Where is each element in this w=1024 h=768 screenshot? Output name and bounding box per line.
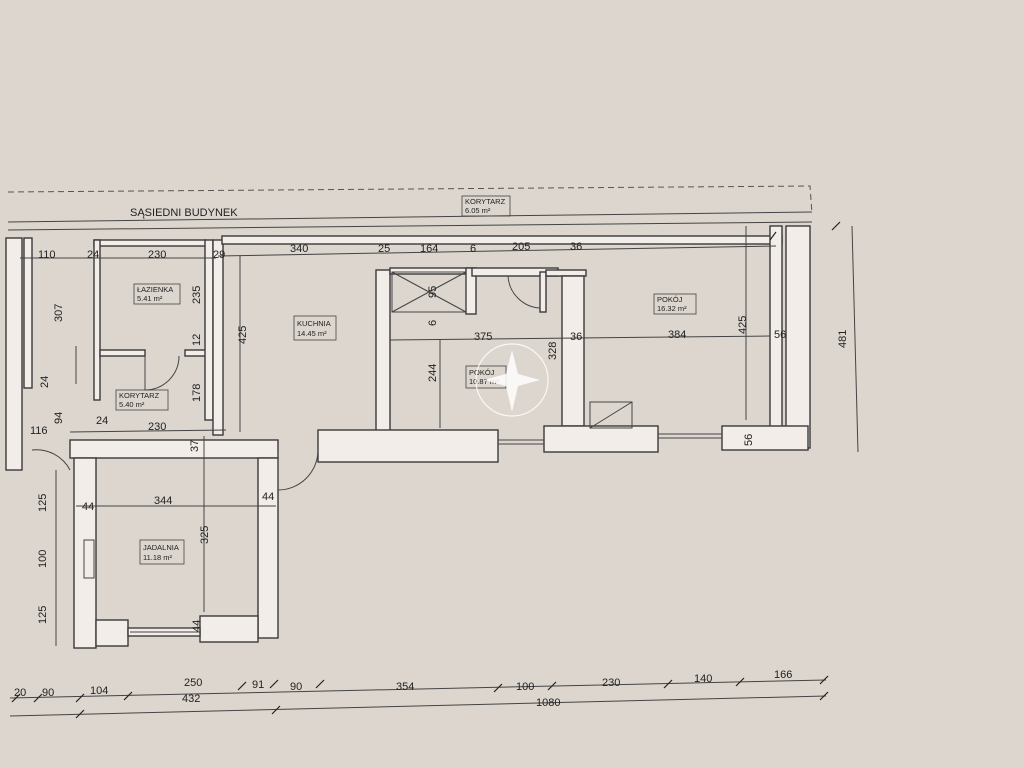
svg-text:29: 29	[213, 249, 225, 261]
svg-text:16.32 m²: 16.32 m²	[657, 304, 687, 313]
room-label-pokoj-large: POKÓJ 16.32 m²	[653, 293, 697, 315]
svg-text:56: 56	[774, 329, 786, 341]
svg-text:340: 340	[290, 243, 308, 255]
svg-text:JADALNIA: JADALNIA	[143, 543, 179, 552]
svg-text:1080: 1080	[536, 697, 560, 709]
svg-text:110: 110	[38, 249, 56, 261]
svg-text:125: 125	[37, 606, 49, 624]
dimension-lines	[20, 221, 859, 646]
svg-text:325: 325	[199, 526, 211, 544]
neighbor-building-outline	[7, 185, 813, 215]
svg-text:178: 178	[191, 384, 203, 402]
svg-text:11.18 m²: 11.18 m²	[143, 553, 173, 562]
svg-text:244: 244	[427, 364, 439, 382]
svg-text:166: 166	[774, 669, 792, 681]
svg-text:24: 24	[87, 249, 99, 261]
svg-text:90: 90	[42, 687, 54, 699]
svg-text:44: 44	[82, 501, 94, 513]
bottom-row1-dimensions: 20 90 104 250 91 90 354 100 230 140 166	[14, 669, 792, 699]
svg-text:KORYTARZ: KORYTARZ	[119, 391, 160, 400]
doors	[31, 275, 541, 491]
svg-text:432: 432	[182, 693, 200, 705]
room-label-kuchnia: KUCHNIA 14.45 m²	[293, 315, 337, 341]
svg-text:205: 205	[512, 241, 530, 253]
svg-text:25: 25	[378, 243, 390, 255]
svg-text:12: 12	[191, 334, 203, 346]
svg-text:307: 307	[53, 304, 65, 322]
walls	[5, 225, 811, 649]
svg-text:5.41 m²: 5.41 m²	[137, 294, 163, 303]
svg-text:344: 344	[154, 495, 172, 507]
svg-text:250: 250	[184, 677, 202, 689]
svg-text:KORYTARZ: KORYTARZ	[465, 197, 506, 206]
svg-text:6: 6	[427, 320, 439, 326]
svg-text:6: 6	[470, 243, 476, 255]
svg-text:5.40 m²: 5.40 m²	[119, 400, 145, 409]
interior-dimensions: 24 94 24 116 230 37 44 344 44 375 36 384…	[30, 329, 786, 513]
fixtures	[83, 271, 633, 579]
svg-text:95: 95	[427, 286, 439, 298]
svg-text:384: 384	[668, 329, 686, 341]
svg-text:164: 164	[420, 243, 438, 255]
bottom-row2-dimensions: 432 1080	[182, 693, 560, 709]
svg-text:425: 425	[737, 316, 749, 334]
svg-text:POKÓJ: POKÓJ	[657, 295, 683, 304]
svg-text:36: 36	[570, 331, 582, 343]
svg-text:100: 100	[516, 681, 534, 693]
svg-text:24: 24	[39, 376, 51, 388]
svg-text:125: 125	[37, 494, 49, 512]
svg-text:56: 56	[743, 434, 755, 446]
room-label-lazienka: ŁAZIENKA 5.41 m²	[133, 283, 181, 305]
svg-text:44: 44	[262, 491, 274, 503]
svg-text:90: 90	[290, 681, 302, 693]
svg-text:6.05 m²: 6.05 m²	[465, 206, 491, 215]
room-label-korytarz-top: KORYTARZ 6.05 m²	[461, 195, 511, 217]
svg-text:POKÓJ: POKÓJ	[469, 368, 495, 377]
svg-text:104: 104	[90, 685, 108, 697]
svg-text:20: 20	[14, 687, 26, 699]
neighbor-building-line-2	[7, 221, 813, 231]
svg-text:235: 235	[191, 286, 203, 304]
svg-text:37: 37	[189, 440, 201, 452]
svg-text:481: 481	[837, 330, 849, 348]
svg-text:100: 100	[37, 550, 49, 568]
neighbor-building-label: SĄSIEDNI BUDYNEK	[130, 207, 238, 219]
svg-text:44: 44	[191, 620, 203, 632]
vertical-dimensions: 307 235 12 178 425 95 6 244 328 425 481 …	[37, 286, 849, 632]
svg-text:KUCHNIA: KUCHNIA	[297, 319, 331, 328]
neighbor-building-line	[7, 211, 813, 223]
svg-text:ŁAZIENKA: ŁAZIENKA	[137, 285, 173, 294]
bottom-dimension-chains	[9, 675, 829, 719]
svg-text:425: 425	[237, 326, 249, 344]
svg-text:354: 354	[396, 681, 414, 693]
svg-text:328: 328	[547, 342, 559, 360]
svg-text:94: 94	[53, 412, 65, 424]
watermark-logo	[475, 343, 549, 417]
svg-text:230: 230	[602, 677, 620, 689]
svg-text:10.87 m²: 10.87 m²	[469, 377, 499, 386]
svg-text:14.45 m²: 14.45 m²	[297, 329, 327, 338]
room-label-jadalnia: JADALNIA 11.18 m²	[139, 539, 185, 565]
svg-text:91: 91	[252, 679, 264, 691]
svg-text:24: 24	[96, 415, 108, 427]
top-dimensions: 110 24 230 29 340 25 164 6 205 36	[38, 241, 582, 261]
svg-text:36: 36	[570, 241, 582, 253]
svg-text:375: 375	[474, 331, 492, 343]
svg-text:116: 116	[30, 425, 48, 437]
svg-text:140: 140	[694, 673, 712, 685]
svg-text:230: 230	[148, 421, 166, 433]
svg-text:230: 230	[148, 249, 166, 261]
room-label-korytarz: KORYTARZ 5.40 m²	[115, 389, 169, 411]
windows	[130, 433, 722, 633]
